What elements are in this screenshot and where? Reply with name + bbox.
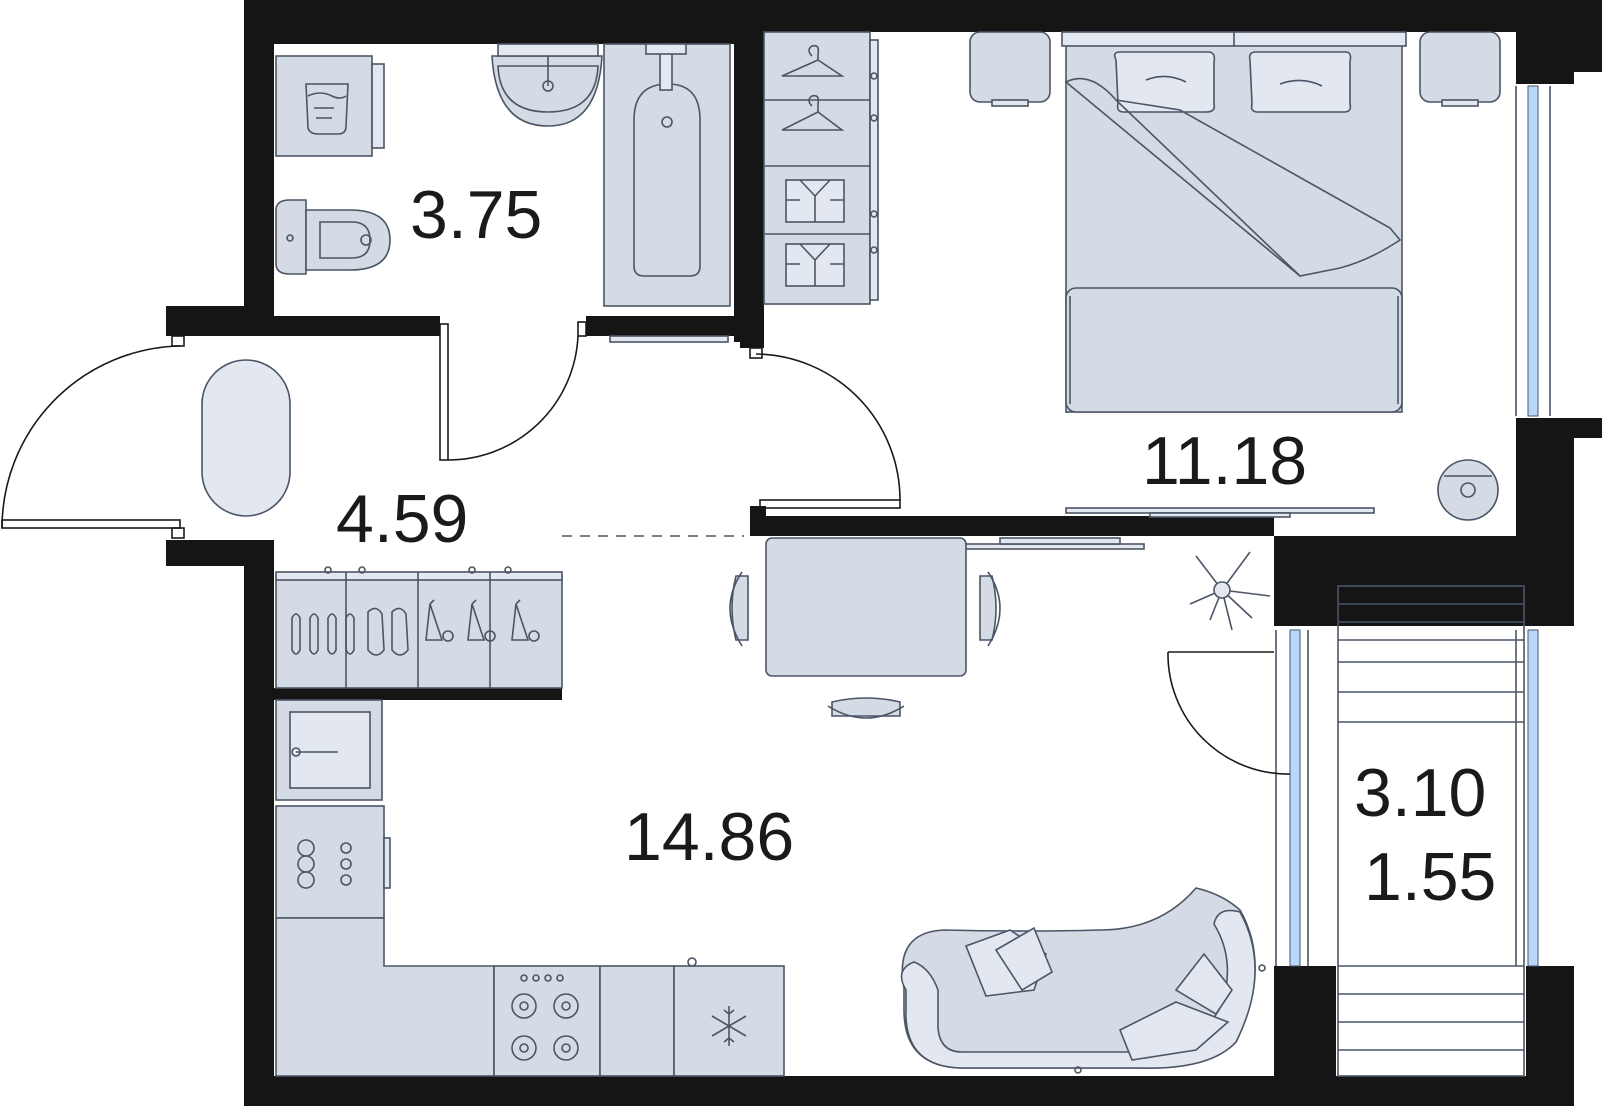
robot-vacuum [1437,459,1499,521]
windows [1275,85,1551,967]
area-balcony-reduced: 1.55 [1364,839,1496,915]
area-balcony: 3.10 [1354,755,1486,831]
hallway-furniture [201,359,563,689]
plant-icon [1189,551,1271,631]
area-bathroom: 3.75 [410,177,542,253]
living-window [1289,629,1301,967]
wardrobe [763,31,879,305]
dining-table [765,537,967,677]
bathroom-furniture [275,43,731,343]
balcony-window [1527,629,1539,967]
hallway-rug [201,359,291,517]
washing-machine [275,55,373,157]
nightstand-right [1419,31,1501,103]
balcony-deck [1337,585,1525,1077]
bedroom-furniture [969,31,1501,521]
area-kitchen-living: 14.86 [624,799,794,875]
area-bedroom: 11.18 [1142,423,1307,499]
doors [1,321,1291,775]
stove [493,965,601,1077]
snowflake-icon [711,1006,747,1046]
hallway-wardrobe [275,575,563,689]
toilet [275,199,307,275]
area-hallway: 4.59 [336,481,468,557]
bedroom-window [1527,85,1539,417]
kitchen-living-furniture [275,537,1271,1077]
nightstand-left [969,31,1051,103]
